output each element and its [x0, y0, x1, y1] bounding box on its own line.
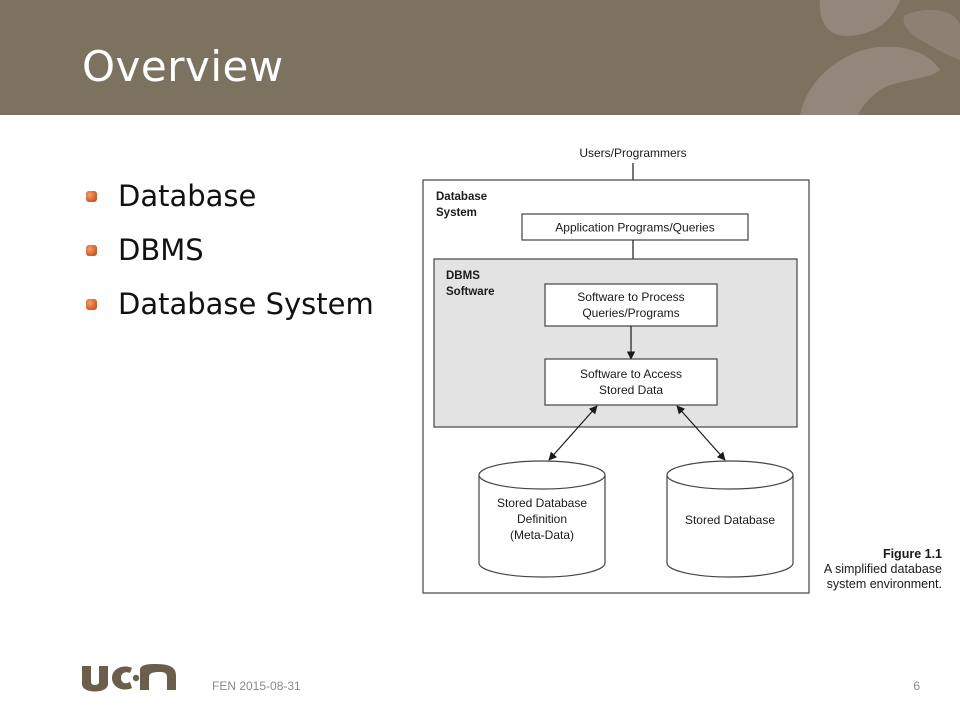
access-stored-arrow — [676, 405, 726, 461]
meta-data-label-2: Definition — [517, 512, 567, 526]
bullet-text: Database — [118, 179, 257, 213]
bullet-text: Database System — [118, 287, 374, 321]
software-process-label-1: Software to Process — [577, 290, 684, 304]
caption-line-2: system environment. — [826, 577, 942, 591]
database-system-label: Database — [436, 191, 487, 203]
access-meta-arrow — [548, 405, 598, 461]
bullet-icon — [86, 191, 97, 202]
meta-data-label-3: (Meta-Data) — [510, 528, 574, 542]
decorative-shapes — [800, 0, 960, 115]
slide-title: Overview — [82, 42, 284, 91]
bullet-item: Database — [86, 172, 374, 226]
database-system-diagram: Users/Programmers Database System Applic… — [422, 146, 810, 594]
meta-data-cylinder — [478, 460, 606, 578]
application-programs-box — [521, 213, 749, 241]
bullet-item: DBMS — [86, 226, 374, 280]
software-process-label-2: Queries/Programs — [582, 306, 679, 320]
software-access-label-1: Software to Access — [580, 367, 682, 381]
software-process-box — [544, 283, 718, 327]
title-bar: Overview — [0, 0, 960, 115]
bullet-item: Database System — [86, 280, 374, 334]
users-programmers-label: Users/Programmers — [579, 146, 686, 160]
software-access-box — [544, 358, 718, 406]
page-number: 6 — [913, 679, 920, 693]
database-system-label-2: System — [436, 207, 477, 219]
stored-database-label: Stored Database — [685, 513, 775, 527]
meta-data-label-1: Stored Database — [497, 496, 587, 510]
caption-line-1: A simplified database — [823, 562, 942, 576]
bullet-icon — [86, 245, 97, 256]
figure-number: Figure 1.1 — [882, 547, 942, 561]
application-programs-label: Application Programs/Queries — [555, 221, 714, 235]
ucn-logo — [82, 664, 176, 692]
software-access-label-2: Stored Data — [599, 383, 663, 397]
bullet-text: DBMS — [118, 233, 204, 267]
dbms-software-label: DBMS — [446, 270, 480, 282]
footer-date: FEN 2015-08-31 — [212, 679, 301, 693]
stored-database-cylinder — [666, 460, 794, 578]
figure-caption: Figure 1.1 A simplified database system … — [824, 547, 942, 592]
dbms-software-label-2: Software — [446, 286, 495, 298]
bullet-list: Database DBMS Database System — [86, 172, 374, 334]
bullet-icon — [86, 299, 97, 310]
